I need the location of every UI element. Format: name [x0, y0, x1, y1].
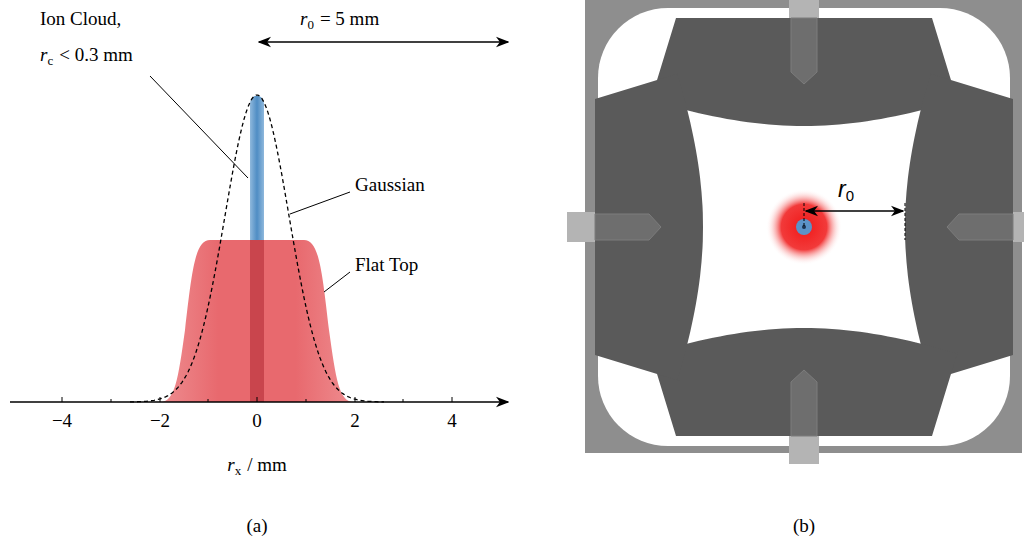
trap-housing — [585, 0, 1022, 453]
gaussian-curve — [130, 95, 384, 402]
label-group: −4 — [52, 410, 72, 433]
label-group: 2 — [350, 410, 360, 433]
flat-top-profile — [160, 240, 354, 402]
screw-shaft-outline — [791, 370, 817, 436]
label: r — [838, 176, 846, 202]
label: (a) — [246, 515, 267, 536]
label-group: Ion Cloud, — [40, 8, 121, 31]
label-group: (b) — [793, 515, 815, 538]
leader-line — [290, 192, 350, 214]
dashed-mark — [905, 203, 906, 240]
axis-tick — [62, 397, 63, 402]
label-group: 4 — [447, 410, 457, 433]
axis-tick — [452, 397, 453, 402]
screws — [567, 0, 1024, 464]
label: 4 — [447, 410, 457, 431]
label: 0 — [252, 410, 262, 431]
leader-line — [324, 272, 350, 292]
label: −2 — [150, 410, 170, 431]
label-group: Flat Top — [355, 254, 418, 277]
label: Gaussian — [355, 174, 425, 195]
label: (b) — [793, 515, 815, 536]
screw-shaft — [791, 370, 817, 436]
axis-tick — [257, 397, 258, 402]
electrode — [650, 328, 958, 436]
axis-tick — [355, 397, 356, 402]
electrodes — [595, 18, 1013, 436]
electrode — [650, 18, 958, 126]
r0-arrow — [806, 210, 903, 212]
axis-ticks — [62, 397, 452, 402]
flat-top-beam — [766, 189, 842, 265]
ion-cloud-profile — [250, 96, 264, 240]
label: −4 — [52, 410, 72, 431]
label: r — [227, 454, 234, 475]
leader-line — [150, 76, 248, 178]
label: Ion Cloud, — [40, 8, 121, 29]
label-group: rx / mm — [227, 454, 287, 479]
label: 2 — [350, 410, 360, 431]
label: r — [40, 44, 47, 65]
label-group: Gaussian — [355, 174, 425, 197]
subscript: x — [235, 463, 242, 478]
label: Flat Top — [355, 254, 418, 275]
electrode — [595, 73, 703, 381]
screw-shaft — [791, 18, 817, 84]
screw-shaft — [947, 214, 1013, 240]
label-group: (a) — [246, 515, 267, 538]
label: r — [300, 8, 307, 29]
screw-shaft-outline — [595, 214, 661, 240]
label: / mm — [247, 454, 287, 475]
subscript: 0 — [307, 17, 314, 32]
axis-tick — [111, 399, 112, 402]
label-group: r0 — [838, 176, 854, 205]
subscript: c — [47, 53, 53, 68]
label-group: r0 = 5 mm — [300, 8, 379, 33]
x-axis — [10, 401, 508, 403]
axis-tick — [160, 397, 161, 402]
electrode — [905, 73, 1013, 381]
screw-shaft-outline — [947, 214, 1013, 240]
label: < 0.3 mm — [59, 44, 133, 65]
dashed-mark — [804, 203, 805, 227]
label-group: 0 — [252, 410, 262, 433]
screw-shaft — [595, 214, 661, 240]
r0-arrow — [259, 41, 508, 43]
overlap-band — [250, 240, 264, 402]
label-group: rc < 0.3 mm — [40, 44, 133, 69]
label: = 5 mm — [320, 8, 379, 29]
subscript: 0 — [846, 187, 854, 204]
axis-tick — [306, 399, 307, 402]
axis-tick — [403, 399, 404, 402]
axis-tick — [208, 399, 209, 402]
label-group: −2 — [150, 410, 170, 433]
screw-shaft-outline — [791, 18, 817, 84]
